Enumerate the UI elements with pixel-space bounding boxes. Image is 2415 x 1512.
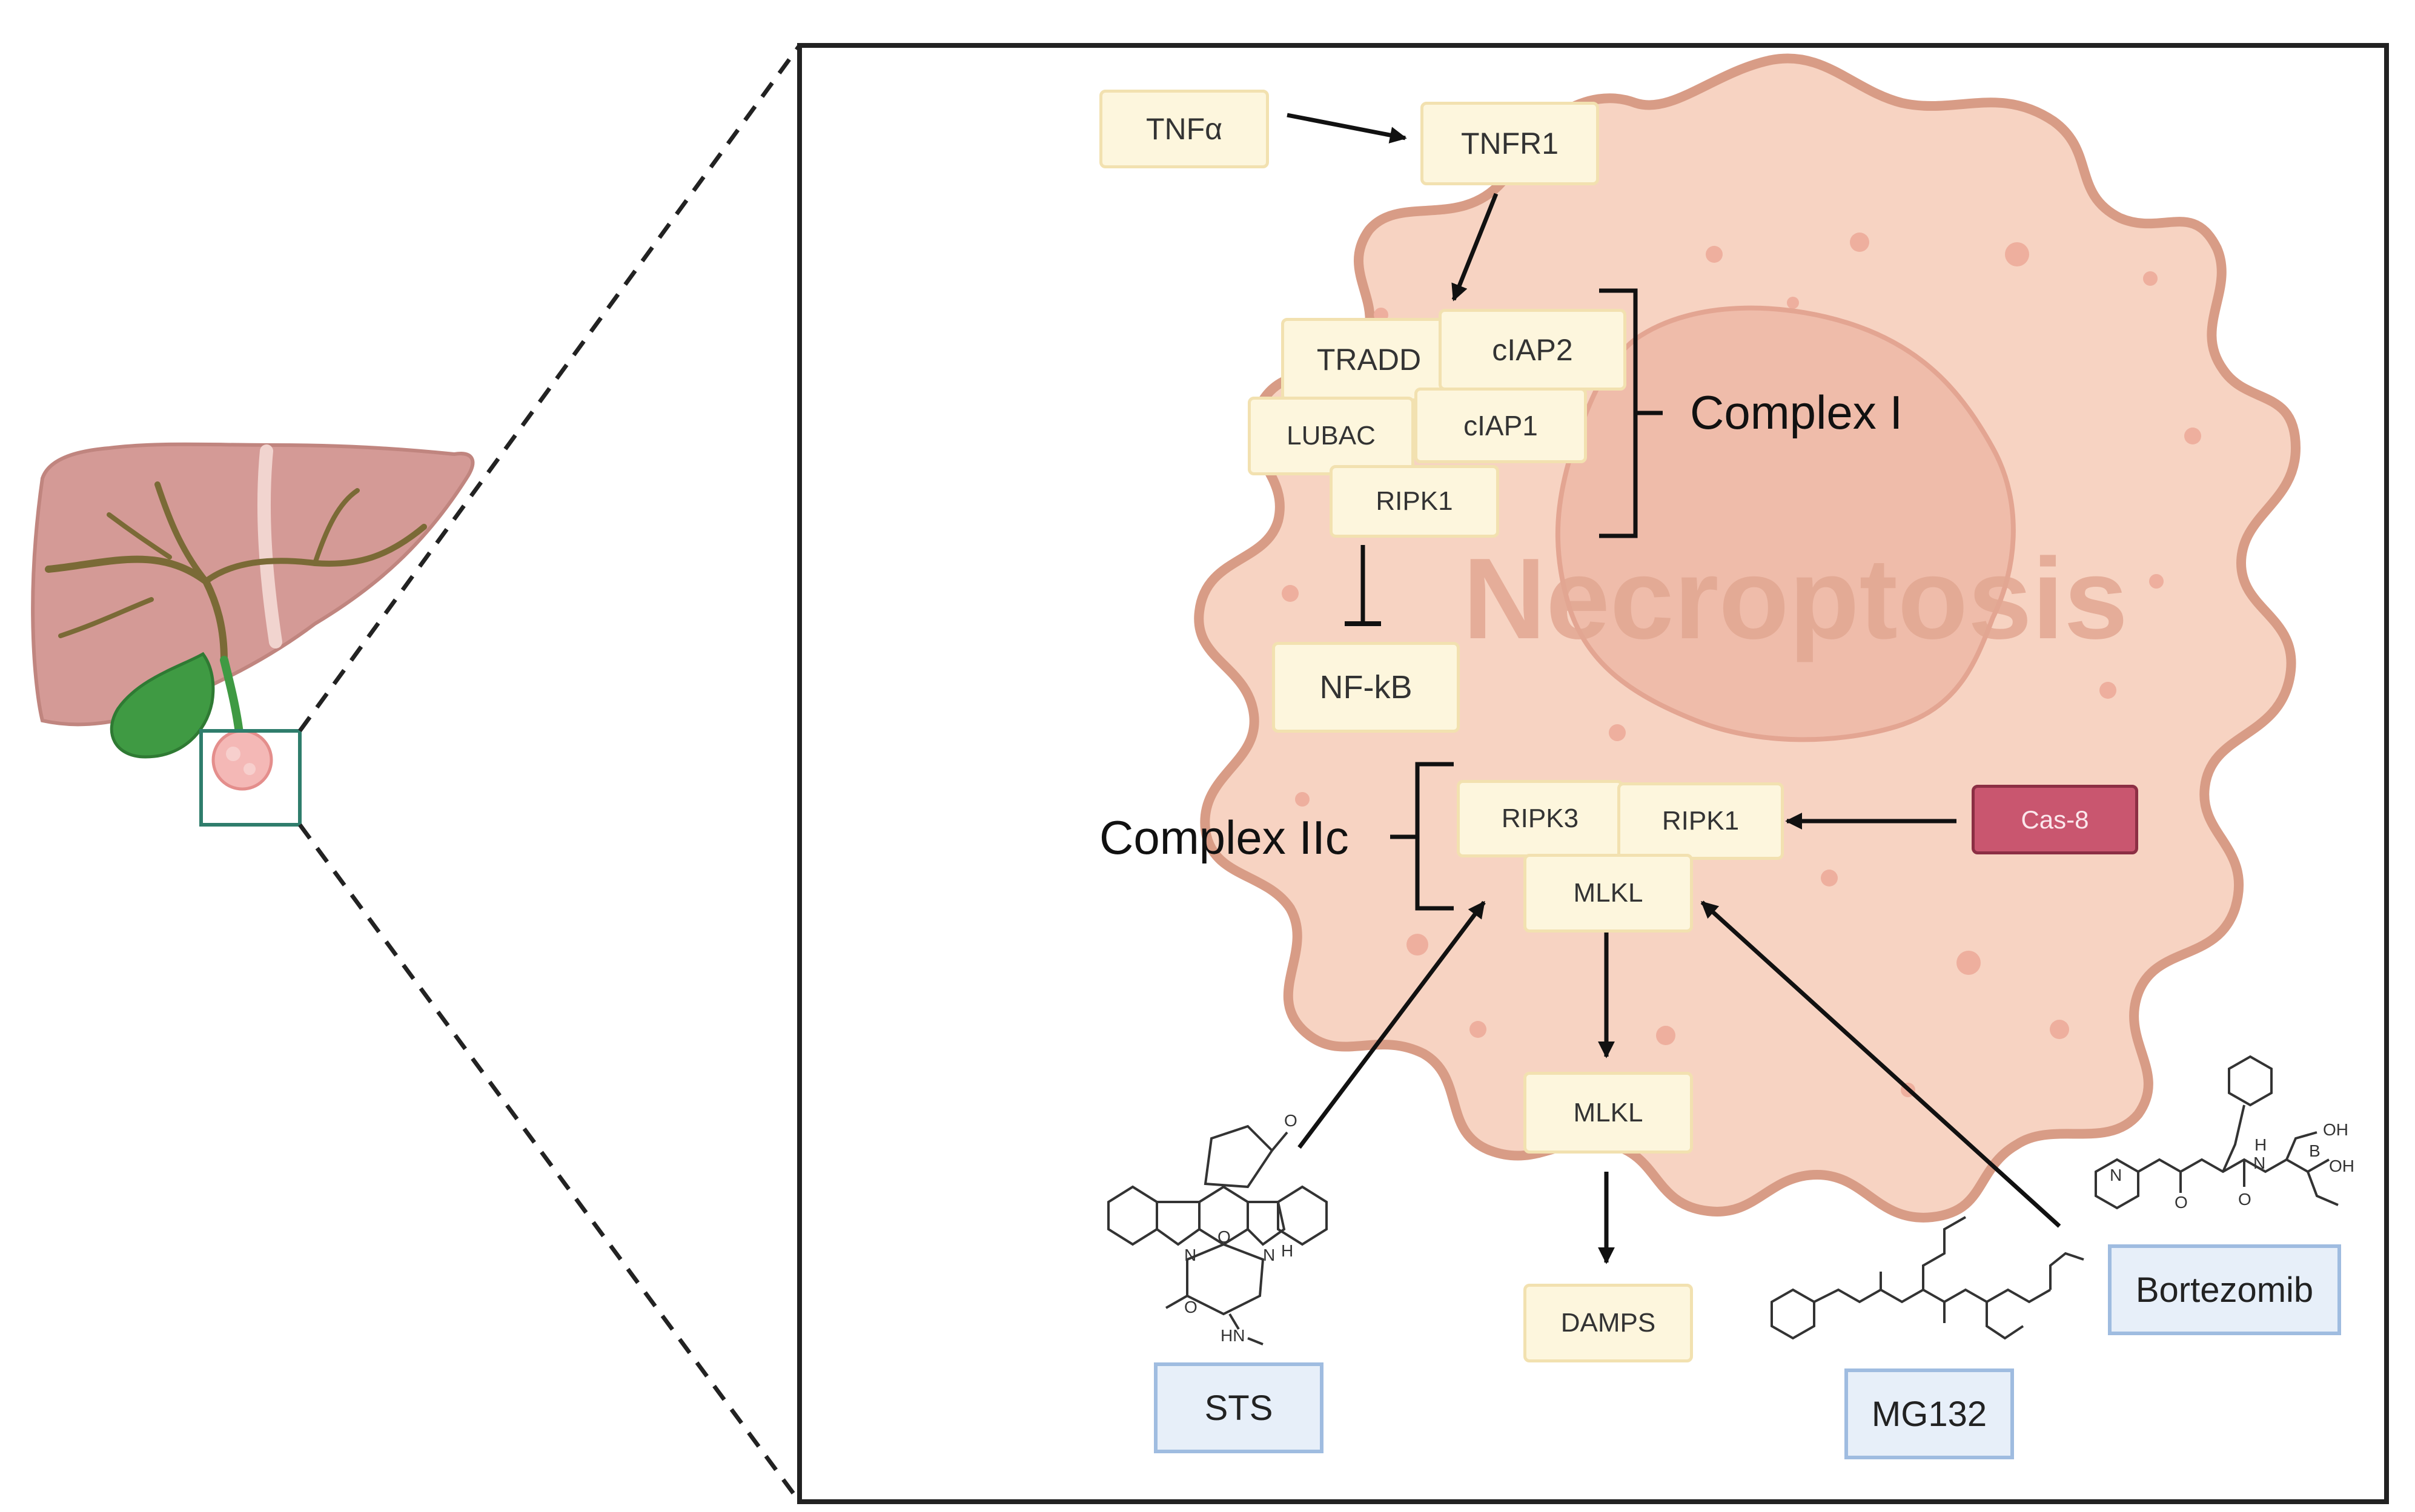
- ripk1-top-node: RIPK1: [1330, 465, 1499, 538]
- arrow-bortezomib-mlkl: [1700, 900, 2061, 1228]
- tnfr1-node: TNFR1: [1420, 102, 1599, 185]
- mlkl-free-node: MLKL: [1523, 1072, 1693, 1154]
- sts-atom-labels: O N O N H O HN: [1184, 1111, 1297, 1345]
- nucleus: [1555, 305, 2016, 742]
- svg-text:H: H: [1281, 1241, 1293, 1260]
- svg-text:N: N: [2253, 1154, 2265, 1172]
- arrow-tnfr1-tradd: [1451, 193, 1499, 302]
- zoom-selection-box: [199, 729, 302, 827]
- zoom-line-top: [298, 44, 801, 733]
- zoom-line-bottom: [298, 823, 801, 1504]
- tumor-illustration: [211, 729, 273, 791]
- svg-text:O: O: [1284, 1111, 1297, 1130]
- svg-text:O: O: [2238, 1190, 2251, 1209]
- svg-text:O: O: [1217, 1227, 1231, 1246]
- ripk3-node: RIPK3: [1457, 780, 1623, 857]
- sts-drug-box: STS: [1154, 1362, 1323, 1453]
- svg-text:O: O: [2175, 1193, 2188, 1212]
- ciap2-node: cIAP2: [1439, 309, 1626, 391]
- mg132-structure: [1771, 1216, 2084, 1340]
- ciap1-node: cIAP1: [1414, 388, 1587, 463]
- bortezomib-structure: [2095, 1055, 2339, 1210]
- bortezomib-atom-labels: OH B OH N N H O O: [2110, 1120, 2354, 1212]
- ripk1-bottom-node: RIPK1: [1617, 782, 1784, 860]
- svg-text:OH: OH: [2329, 1157, 2354, 1175]
- liver-illustration: [31, 442, 475, 827]
- svg-text:H: H: [2254, 1135, 2267, 1154]
- mg132-drug-box: MG132: [1844, 1368, 2014, 1459]
- svg-text:N: N: [2110, 1166, 2122, 1184]
- arrow-tnfa-tnfr1: [1287, 113, 1407, 144]
- svg-text:N: N: [1184, 1246, 1196, 1264]
- bortezomib-drug-box: Bortezomib: [2108, 1244, 2341, 1335]
- necroptosis-watermark: Necroptosis: [1463, 535, 2128, 663]
- svg-text:N: N: [1263, 1246, 1275, 1264]
- mlkl-complex-node: MLKL: [1523, 854, 1693, 933]
- nfkb-node: NF-kB: [1272, 642, 1460, 733]
- lubac-node: LUBAC: [1248, 397, 1414, 475]
- svg-text:HN: HN: [1221, 1326, 1245, 1345]
- svg-text:B: B: [2309, 1141, 2321, 1160]
- svg-text:O: O: [1184, 1298, 1198, 1316]
- svg-text:OH: OH: [2323, 1120, 2348, 1139]
- sts-structure: [1107, 1124, 1328, 1345]
- damps-node: DAMPS: [1523, 1284, 1693, 1362]
- tnfa-node: TNFα: [1099, 90, 1269, 168]
- complex2c-label: Complex IIc: [1099, 811, 1349, 864]
- cas8-node: Cas-8: [1972, 785, 2138, 854]
- complex1-label: Complex I: [1690, 386, 1903, 439]
- arrow-sts-complex: [1297, 900, 1486, 1149]
